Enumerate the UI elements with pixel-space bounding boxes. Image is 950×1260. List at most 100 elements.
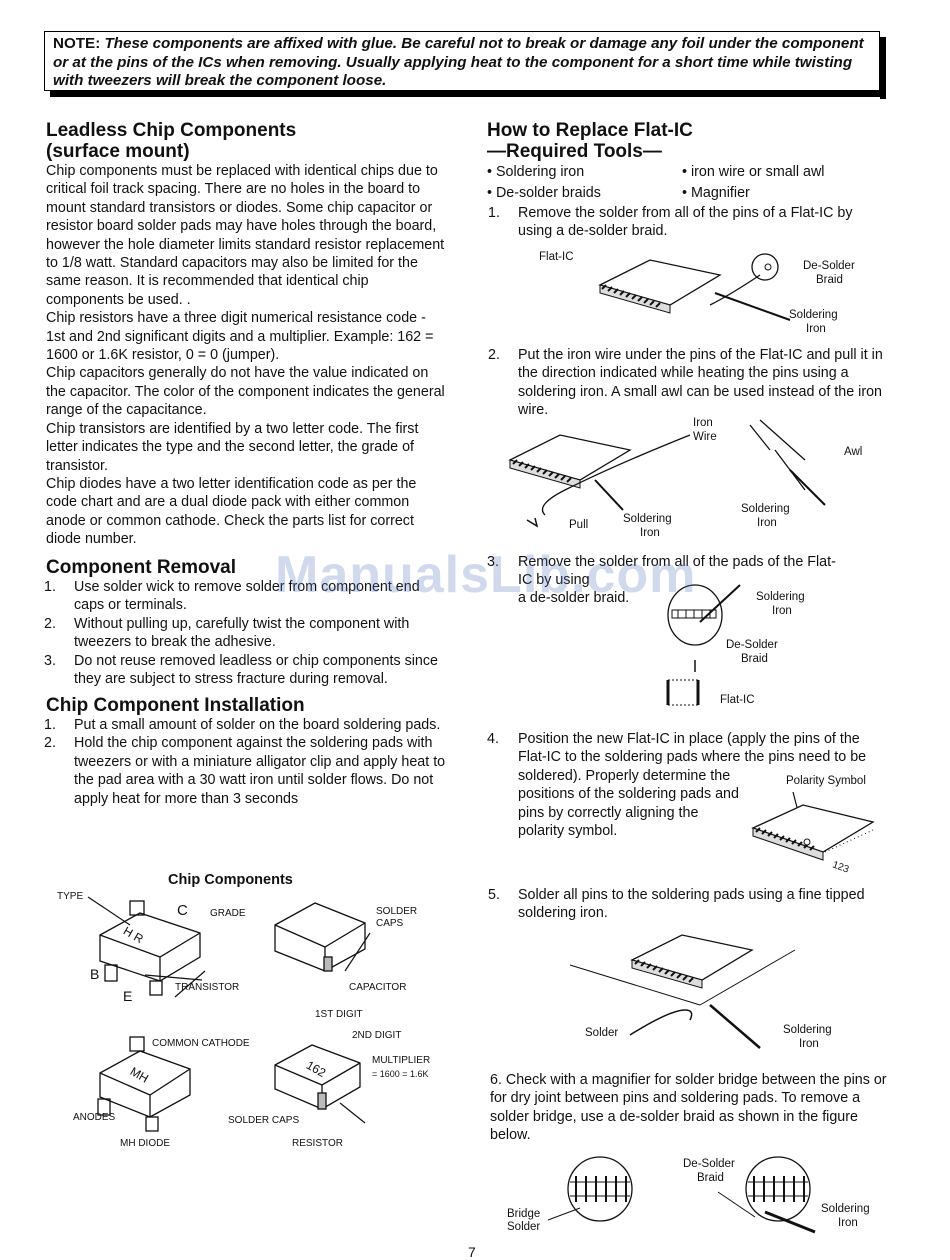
label-awl: Awl — [844, 446, 863, 458]
label-iron: Iron — [806, 323, 826, 335]
flat-ic-title-2: —Required Tools— — [487, 141, 662, 162]
note-box-shadow-bottom — [50, 91, 886, 97]
list-item: 2.Hold the chip component against the so… — [44, 735, 446, 807]
label-soldering-a: Soldering — [623, 513, 672, 525]
type-arrow — [87, 896, 131, 926]
leadless-title-2: (surface mount) — [46, 141, 190, 162]
label-multiplier-eq: = 1600 = 1.6K — [372, 1069, 429, 1079]
leadless-p3: Chip capacitors generally do not have th… — [46, 365, 445, 419]
step-2: 2.Put the iron wire under the pins of th… — [487, 346, 889, 420]
step-4-text-2: soldered). Properly determine the positi… — [518, 768, 739, 840]
figure-soldering-pins — [569, 934, 796, 1049]
step-6-text: 6. Check with a magnifier for solder bri… — [490, 1072, 887, 1144]
step-3-num: 3. — [487, 554, 499, 570]
leadless-p4: Chip transistors are identified by a two… — [46, 420, 419, 474]
install-section: Chip Component Installation 1.Put a smal… — [43, 695, 448, 808]
label-flat-ic: Flat-IC — [539, 251, 574, 263]
tool-item: • De-solder braids — [487, 185, 601, 201]
label-s6-desolder: De-Solder — [683, 1158, 735, 1170]
label-grade: GRADE — [210, 908, 246, 919]
list-item: 1.Remove the solder from all of the pins… — [488, 205, 853, 240]
label-s3-iron: Iron — [772, 605, 792, 617]
leadless-title-1: Leadless Chip Components — [46, 120, 297, 141]
step-4-num: 4. — [487, 731, 499, 747]
label-s5-solder: Solder — [585, 1027, 619, 1039]
figure-desolder-braid — [598, 253, 791, 321]
note-box-shadow — [880, 37, 886, 99]
list-item: 3.Do not reuse removed leadless or chip … — [44, 652, 438, 688]
leadless-p5: Chip diodes have a two letter identifica… — [46, 475, 417, 548]
label-1st-digit: 1ST DIGIT — [315, 1009, 363, 1020]
label-e: E — [123, 988, 133, 1004]
removal-list: 1.Use solder wick to remove solder from … — [43, 578, 448, 688]
label-polarity: Polarity Symbol — [786, 775, 866, 787]
list-item: 1.Put a small amount of solder on the bo… — [44, 717, 441, 733]
label-2nd-digit: 2ND DIGIT — [352, 1030, 402, 1041]
step-3-text-2: IC by using — [518, 572, 590, 588]
label-s3-desolder: De-Solder — [726, 639, 778, 651]
list-item: 1.Use solder wick to remove solder from … — [44, 579, 420, 614]
note-lead: NOTE: — [53, 35, 101, 52]
label-iron-wire-1: Iron — [693, 417, 713, 429]
list-item: 5.Solder all pins to the soldering pads … — [488, 887, 865, 922]
solder-caps-arrow — [344, 932, 371, 972]
transistor-arrow — [174, 970, 206, 998]
leadless-section: Leadless Chip Components (surface mount)… — [46, 120, 448, 549]
figure-polarity — [751, 791, 875, 861]
figure-desolder-pads — [666, 584, 741, 706]
flat-ic-title-1: How to Replace Flat-IC — [487, 120, 693, 141]
mh-diode-drawing — [97, 1036, 191, 1132]
step-4-text-1: Position the new Flat-IC in place (apply… — [518, 731, 867, 766]
label-solder-caps: SOLDER CAPS — [228, 1115, 300, 1126]
capacitor-drawing — [274, 902, 366, 972]
step-3-text-1: Remove the solder from all of the pads o… — [518, 554, 836, 570]
label-common-cathode: COMMON CATHODE — [152, 1038, 250, 1049]
label-soldering-b: Soldering — [741, 503, 790, 515]
label-iron-a: Iron — [640, 527, 660, 539]
leadless-p1: Chip components must be replaced with id… — [46, 163, 445, 308]
label-pull: Pull — [569, 519, 589, 531]
label-iron-b: Iron — [757, 517, 777, 529]
tool-item: • Soldering iron — [487, 164, 585, 180]
label-b: B — [90, 966, 100, 982]
label-solder: SOLDER — [376, 906, 418, 917]
label-resistor: RESISTOR — [292, 1138, 343, 1149]
label-c: C — [177, 902, 188, 919]
step-5: 5.Solder all pins to the soldering pads … — [487, 886, 889, 923]
tool-item: • iron wire or small awl — [682, 164, 825, 180]
label-bridge: Bridge — [507, 1208, 541, 1220]
figure-solder-bridge — [547, 1156, 816, 1234]
note-box: NOTE: These components are affixed with … — [44, 31, 880, 91]
label-s6-braid: Braid — [697, 1172, 724, 1184]
label-s3-braid: Braid — [741, 653, 768, 665]
page-number: 7 — [468, 1244, 476, 1260]
resistor-arrow — [339, 1102, 366, 1124]
label-s6-iron: Iron — [838, 1217, 858, 1229]
chip-components-figure — [87, 896, 371, 1132]
step-3-text-3: a de-solder braid. — [518, 590, 630, 606]
label-iron-wire-2: Wire — [693, 431, 717, 443]
step-1: 1.Remove the solder from all of the pins… — [487, 204, 889, 241]
note-text: These components are affixed with glue. … — [53, 35, 864, 89]
label-s6-soldering: Soldering — [821, 1203, 870, 1215]
label-soldering: Soldering — [789, 309, 838, 321]
label-s3-flat-ic: Flat-IC — [720, 694, 755, 706]
flat-ic-heading: How to Replace Flat-IC —Required Tools— — [487, 120, 889, 162]
install-title: Chip Component Installation — [46, 695, 305, 716]
label-mh-diode: MH DIODE — [120, 1138, 170, 1149]
label-anodes: ANODES — [73, 1112, 116, 1123]
chip-fig-title: Chip Components — [168, 872, 293, 888]
label-caps: CAPS — [376, 918, 404, 929]
figure-iron-wire — [508, 419, 826, 528]
leadless-p2: Chip resistors have a three digit numeri… — [46, 310, 434, 364]
resistor-drawing — [274, 1044, 361, 1110]
transistor-drawing — [99, 900, 203, 996]
removal-title: Component Removal — [46, 557, 237, 578]
install-list: 1.Put a small amount of solder on the bo… — [43, 716, 448, 808]
removal-section: Component Removal 1.Use solder wick to r… — [43, 557, 448, 688]
label-braid: Braid — [816, 274, 843, 286]
label-s5-soldering: Soldering — [783, 1024, 832, 1036]
tool-item: • Magnifier — [682, 185, 750, 201]
label-s5-iron: Iron — [799, 1038, 819, 1050]
label-capacitor: CAPACITOR — [349, 982, 407, 993]
